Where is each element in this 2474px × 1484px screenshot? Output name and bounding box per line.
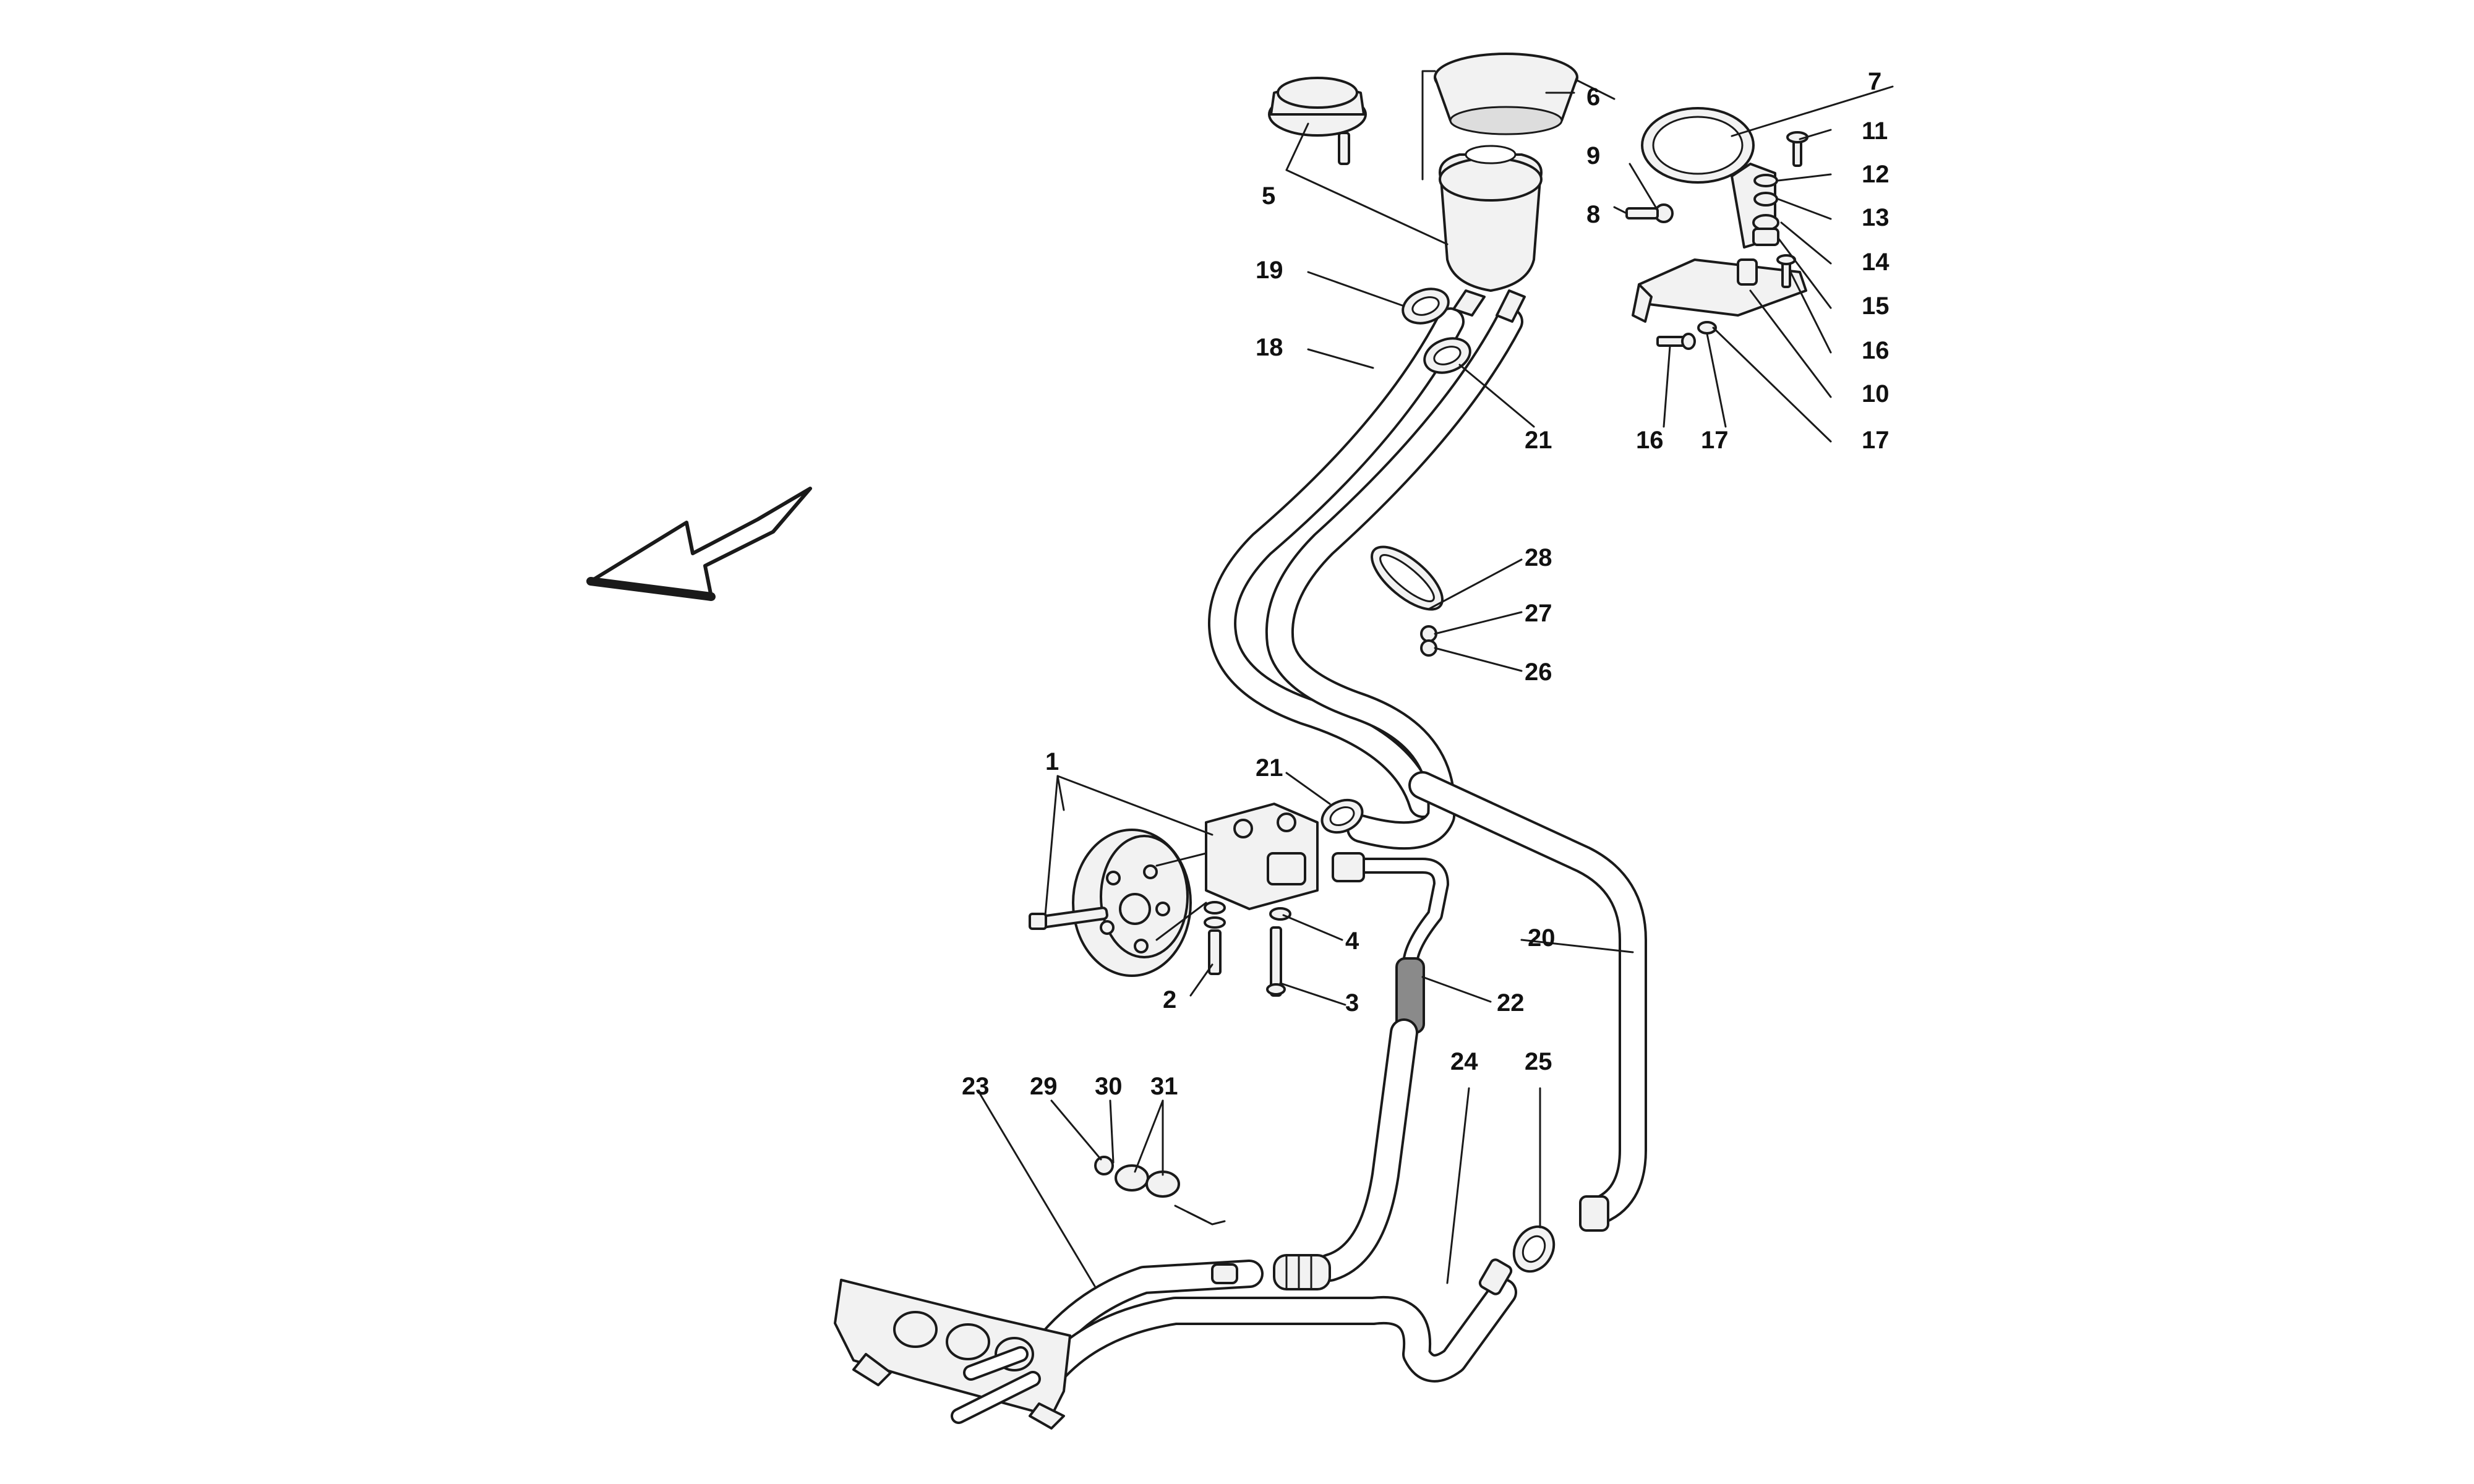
callout-27: 27 <box>1525 600 1552 627</box>
callout-16-right: 16 <box>1862 337 1890 364</box>
callout-30: 30 <box>1095 1073 1123 1100</box>
callout-11: 11 <box>1862 117 1888 145</box>
screw-3 <box>1266 926 1286 997</box>
callout-26: 26 <box>1525 659 1552 686</box>
washer-13 <box>1753 192 1778 207</box>
bolt-8 <box>1625 207 1659 220</box>
hose-clamp-19 <box>1402 288 1450 325</box>
reservoir-filter <box>1434 53 1578 135</box>
hose-clamp-21-upper <box>1423 337 1471 374</box>
callout-21-upper: 21 <box>1525 427 1552 454</box>
callout-9: 9 <box>1586 142 1600 169</box>
callout-6: 6 <box>1586 83 1600 111</box>
callout-15: 15 <box>1862 292 1890 320</box>
hose-end-fitting <box>1579 1195 1609 1232</box>
callout-18: 18 <box>1256 334 1283 361</box>
reservoir-cap <box>1268 77 1367 165</box>
callout-16-left: 16 <box>1636 427 1664 454</box>
bolt-16-upper <box>1776 254 1796 288</box>
callout-28: 28 <box>1525 544 1552 571</box>
callout-29: 29 <box>1030 1073 1058 1100</box>
callout-22: 22 <box>1497 989 1525 1017</box>
callout-13: 13 <box>1862 204 1890 231</box>
delivery-hose-22 <box>1316 852 1449 1282</box>
washer-pump <box>1204 901 1226 915</box>
callout-labels: 1 2 3 4 5 6 7 8 9 10 11 12 13 14 15 16 1… <box>962 68 1890 1100</box>
hose-clamp-21-lower <box>1320 798 1364 834</box>
callout-10: 10 <box>1862 380 1890 407</box>
callout-23: 23 <box>962 1073 990 1100</box>
hose-union <box>1332 852 1365 882</box>
callout-7: 7 <box>1868 68 1881 95</box>
small-clamps-29-31 <box>1094 1156 1226 1226</box>
callout-3: 3 <box>1345 989 1359 1017</box>
assembly-bracket-line <box>1421 70 1436 181</box>
callout-12: 12 <box>1862 161 1890 188</box>
callout-24: 24 <box>1450 1048 1478 1075</box>
callout-1: 1 <box>1045 748 1059 775</box>
callout-25: 25 <box>1525 1048 1552 1075</box>
pump-bolt <box>1029 906 1108 930</box>
direction-arrow-icon <box>586 487 812 601</box>
callout-4: 4 <box>1345 927 1359 955</box>
washer-4 <box>1269 907 1291 921</box>
callout-8: 8 <box>1586 201 1600 228</box>
callout-19: 19 <box>1256 257 1283 284</box>
callout-17-right: 17 <box>1862 427 1890 454</box>
bolt-16-lower <box>1656 333 1696 350</box>
rack-pipes-23-24 <box>1037 1254 1517 1387</box>
callout-14: 14 <box>1862 249 1890 276</box>
washer-12 <box>1753 174 1778 187</box>
callout-2: 2 <box>1163 986 1176 1013</box>
fluid-reservoir <box>1439 145 1543 323</box>
reservoir-mount-bracket <box>1625 107 1808 350</box>
callout-21-lower: 21 <box>1256 754 1283 782</box>
washer-27 <box>1420 625 1437 642</box>
spacer-15 <box>1752 228 1779 246</box>
power-steering-pump <box>1029 803 1319 997</box>
hose-support-clamp <box>1371 545 1444 657</box>
nut-26 <box>1420 639 1437 657</box>
leader-lines <box>979 79 1894 1287</box>
screw-2 <box>1204 916 1226 975</box>
callout-5: 5 <box>1262 182 1275 210</box>
callout-31: 31 <box>1150 1073 1178 1100</box>
return-hose-20 <box>1408 771 1647 1232</box>
pipe-end-24 <box>1478 1258 1513 1295</box>
pipe-connector <box>1211 1254 1331 1290</box>
callout-20: 20 <box>1528 924 1556 952</box>
hose-clamp-25 <box>1512 1225 1556 1273</box>
callout-17-left: 17 <box>1701 427 1729 454</box>
steering-rack-housing <box>834 1279 1071 1430</box>
return-hose-18 <box>1208 307 1523 850</box>
